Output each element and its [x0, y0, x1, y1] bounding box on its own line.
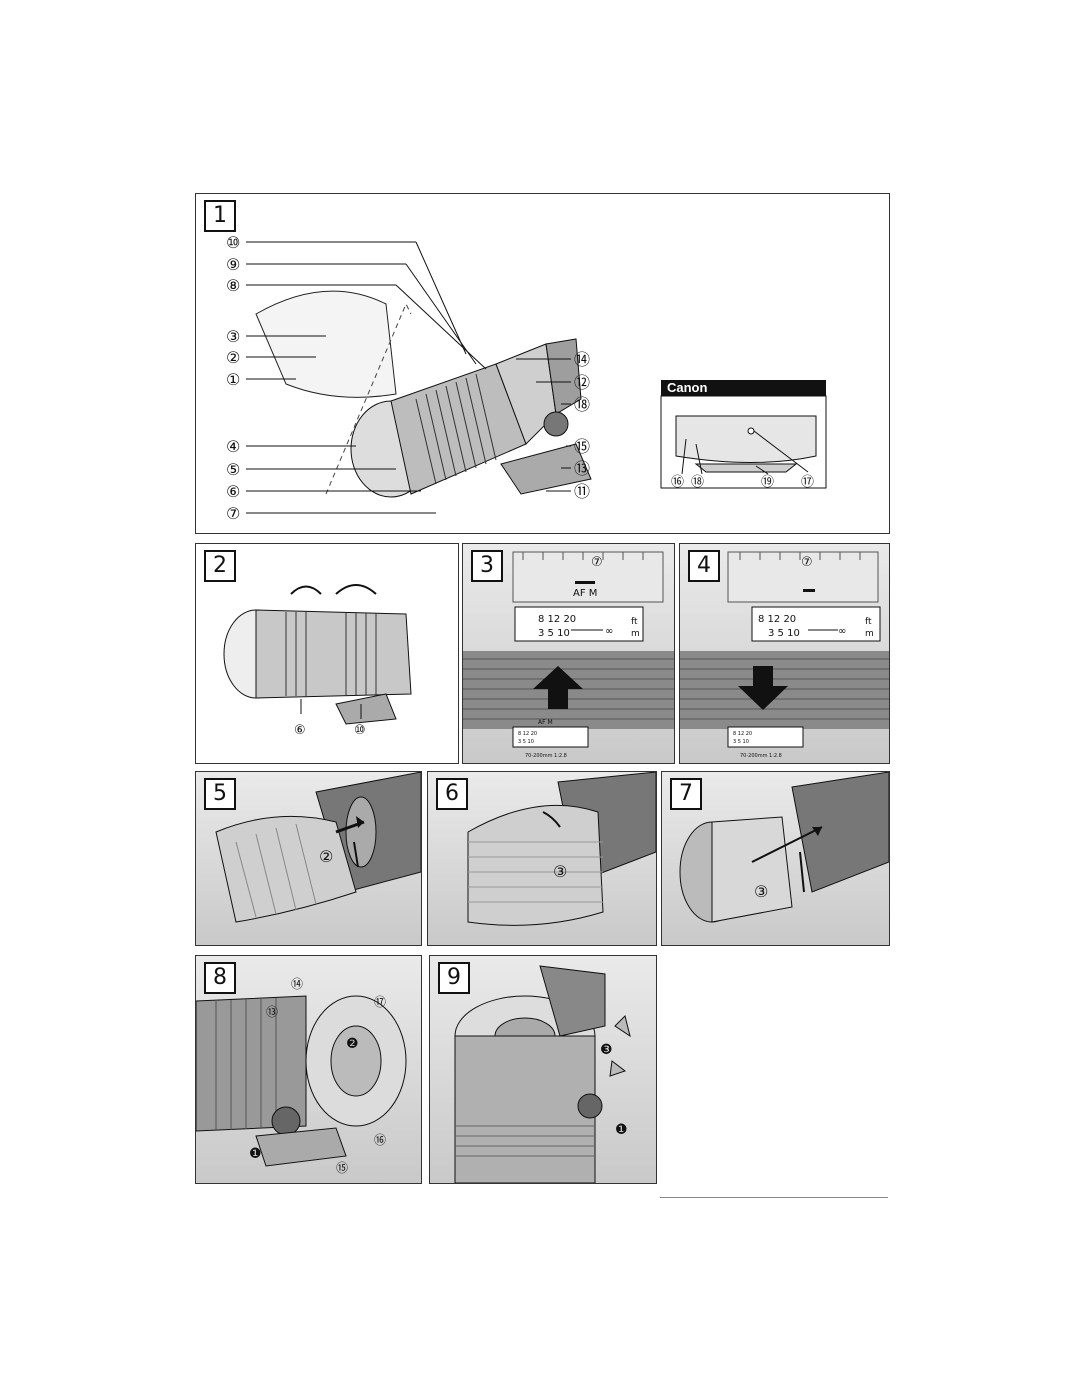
- lens-diagram: ⑩ ⑨ ⑧ ③ ② ① ④ ⑤ ⑥ ⑦ ⑭ ⑫ ⑱ ⑮ ⑬ ⑪: [226, 233, 827, 523]
- callout-15: ⑮: [336, 1161, 348, 1175]
- hood-lock-diagram: ③: [467, 772, 656, 926]
- scale-m: 3 5 10: [768, 628, 800, 639]
- panel-5: 5 ②: [195, 771, 422, 946]
- panel-8: 8 ⑭ ⑬ ⑰ ❷ ⑯ ❶ ⑮: [195, 955, 422, 1184]
- canon-callout-17: ⑰: [801, 475, 814, 490]
- panel-9: 9 ❸ ❶: [429, 955, 657, 1184]
- callout-6: ⑥: [294, 723, 306, 738]
- small-ft: 8 12 20: [518, 731, 537, 737]
- small-ft: 8 12 20: [733, 731, 752, 737]
- tripod-mount-diagram: ⑭ ⑬ ⑰ ❷ ⑯ ❶ ⑮: [196, 977, 407, 1175]
- scale-m: 3 5 10: [538, 628, 570, 639]
- canon-callout-19: ⑲: [761, 475, 774, 490]
- mf-mode-diagram: ⑦ 8 12 20 3 5 10 ∞ ft m 8 12 20 3 5 10 7…: [680, 551, 889, 759]
- panel-7: 7 ③: [661, 771, 890, 946]
- callout-16: ⑯: [374, 1133, 386, 1147]
- callout-18: ⑱: [574, 395, 590, 414]
- bottom-divider: [660, 1197, 888, 1198]
- callout-3: ③: [226, 327, 240, 346]
- scale-ft: 8 12 20: [758, 614, 796, 625]
- panel-number: 3: [471, 550, 503, 582]
- down-arrow-icon: [738, 666, 788, 710]
- callout-13: ⑬: [574, 459, 590, 478]
- panel-4: 4 ⑦ 8 12 20 3 5 10 ∞ ft m 8 12 20 3 5 10…: [679, 543, 890, 764]
- callout-6: ⑥: [226, 482, 240, 501]
- hood-attach-diagram: ②: [215, 772, 421, 923]
- unit-m: m: [631, 629, 640, 639]
- small-af-m: AF M: [538, 719, 553, 726]
- canon-mount-inset: [660, 395, 827, 489]
- panel-3: 3 ⑦ AF M 8 12 20 3 5 10 ∞ ft m AF M 8 12…: [462, 543, 675, 764]
- infinity-mark: ∞: [838, 626, 846, 637]
- lens-barrel-shape: [350, 338, 592, 498]
- infinity-mark: ∞: [605, 626, 613, 637]
- callout-14: ⑭: [574, 350, 590, 369]
- callout-9: ⑨: [226, 255, 240, 274]
- panel-number: 4: [688, 550, 720, 582]
- canon-label: Canon: [661, 380, 826, 396]
- scale-ft: 8 12 20: [538, 614, 576, 625]
- callout-11: ⑪: [574, 482, 590, 501]
- lens-spec-text: 70-200mm 1:2.8: [525, 753, 567, 759]
- unit-ft: ft: [865, 617, 872, 627]
- af-m-label: AF M: [573, 588, 597, 599]
- panel-number: 2: [204, 550, 236, 582]
- callout-10: ⑩: [354, 723, 366, 738]
- callout-8: ⑧: [226, 276, 240, 295]
- callout-13: ⑬: [266, 1005, 278, 1019]
- lens-hood-shape: [255, 290, 397, 398]
- panel-number: 8: [204, 962, 236, 994]
- unit-m: m: [865, 629, 874, 639]
- tripod-rotate-diagram: ❸ ❶: [454, 965, 631, 1183]
- panel-1: 1: [195, 193, 890, 534]
- panel-number: 7: [670, 778, 702, 810]
- callout-1: ❶: [249, 1146, 262, 1162]
- small-m: 3 5 10: [518, 739, 534, 745]
- callout-1: ❶: [615, 1122, 628, 1138]
- callout-7: ⑦: [801, 555, 813, 570]
- canon-callout-18: ⑱: [691, 475, 704, 490]
- hood-reverse-diagram: ③: [679, 772, 889, 923]
- callout-7: ⑦: [226, 504, 240, 523]
- small-m: 3 5 10: [733, 739, 749, 745]
- lens-spec-text: 70-200mm 1:2.8: [740, 753, 782, 759]
- up-arrow-icon: [533, 666, 583, 709]
- unit-ft: ft: [631, 617, 638, 627]
- callout-2: ②: [226, 348, 240, 367]
- callout-10: ⑩: [226, 233, 240, 252]
- zoom-focus-ring-diagram: ⑥ ⑩: [223, 584, 412, 738]
- panel-number: 1: [204, 200, 236, 232]
- callout-7: ⑦: [591, 555, 603, 570]
- callout-12: ⑫: [574, 373, 590, 392]
- callout-4: ④: [226, 437, 240, 456]
- callout-17: ⑰: [374, 995, 386, 1009]
- callout-14: ⑭: [291, 977, 303, 991]
- callout-1: ①: [226, 370, 240, 389]
- callout-15: ⑮: [574, 437, 590, 456]
- callout-5: ⑤: [226, 460, 240, 479]
- panel-number: 9: [438, 962, 470, 994]
- callout-3: ③: [553, 862, 567, 881]
- panel-2: 2 ⑥ ⑩: [195, 543, 459, 764]
- panel-number: 5: [204, 778, 236, 810]
- callout-2: ❷: [346, 1036, 359, 1052]
- callout-3: ③: [754, 882, 768, 901]
- panel-6: 6 ③: [427, 771, 657, 946]
- callout-3: ❸: [600, 1042, 613, 1058]
- af-mode-diagram: ⑦ AF M 8 12 20 3 5 10 ∞ ft m AF M 8 12 2…: [463, 551, 674, 759]
- panel-number: 6: [436, 778, 468, 810]
- callout-2: ②: [319, 847, 333, 866]
- canon-callout-16: ⑯: [671, 475, 684, 490]
